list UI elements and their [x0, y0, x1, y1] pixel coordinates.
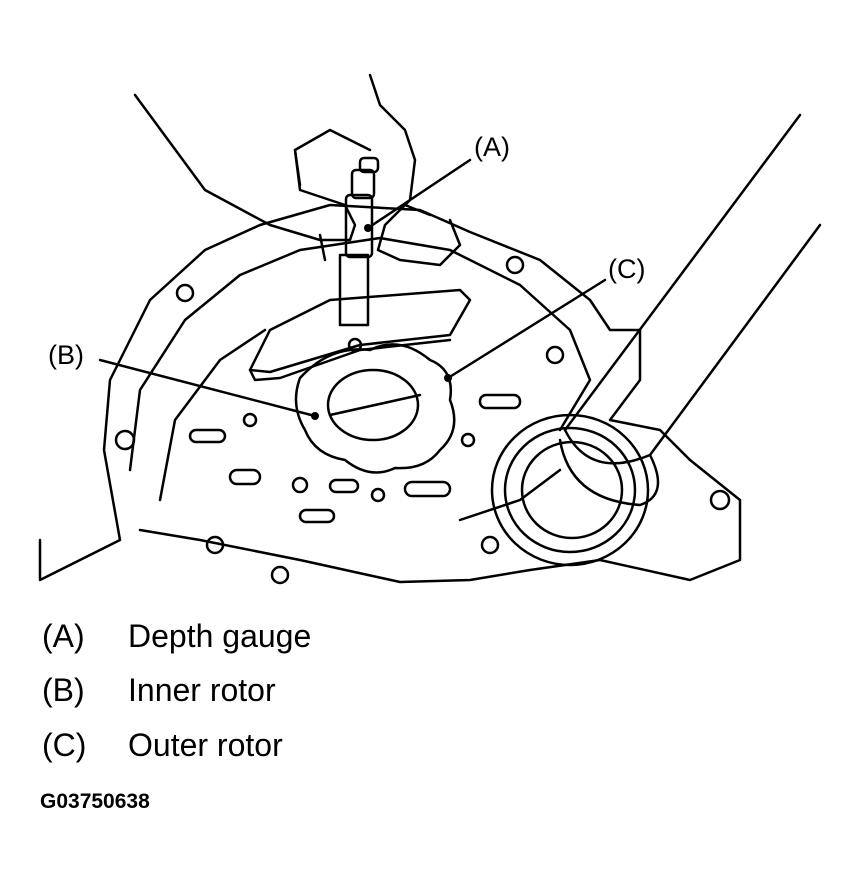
leader-a [366, 158, 472, 230]
legend-label: Depth gauge [128, 618, 312, 654]
legend-key: (A) [42, 618, 85, 654]
legend-row-inner-rotor: (B) Inner rotor [42, 670, 276, 710]
callout-c: (C) [608, 254, 645, 284]
oil-pump-illustration: (A) (B) (C) [38, 73, 822, 585]
legend-label: Inner rotor [128, 672, 276, 708]
legend-key: (C) [42, 727, 87, 763]
callout-a: (A) [474, 132, 510, 162]
inner-rotor [326, 368, 420, 442]
legend-row-depth-gauge: (A) Depth gauge [42, 616, 311, 656]
hand-left [133, 93, 372, 242]
bolt-holes [114, 255, 731, 585]
legend-label: Outer rotor [128, 727, 283, 763]
leader-c [446, 278, 607, 380]
bearing [490, 413, 650, 567]
depth-gauge [248, 156, 472, 382]
figure-id: G03750638 [40, 790, 150, 813]
callout-b: (B) [48, 340, 84, 370]
case-inner-ridge [128, 236, 592, 472]
legend-row-outer-rotor: (C) Outer rotor [42, 725, 283, 765]
case-slots [188, 393, 522, 524]
leader-b [98, 358, 317, 418]
hand-right [368, 73, 462, 267]
input-shaft [563, 113, 822, 457]
legend-key: (B) [42, 672, 85, 708]
